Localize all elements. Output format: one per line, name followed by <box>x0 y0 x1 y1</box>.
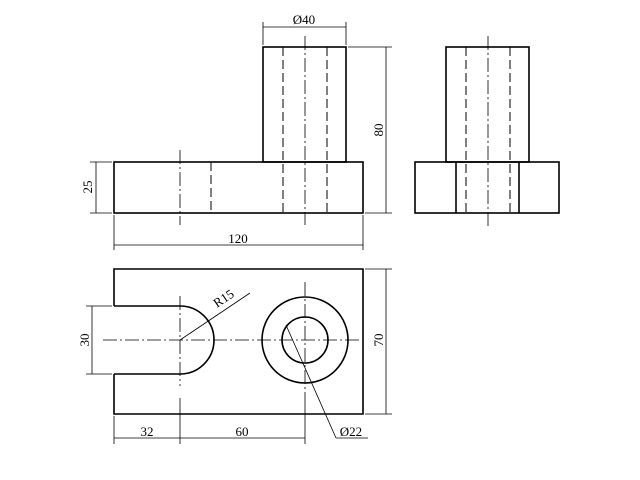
dim-slot-width: 30 <box>77 334 92 347</box>
dim-top-hole-dia: Ø40 <box>293 12 315 27</box>
dim-slot-offset: 32 <box>141 424 154 439</box>
dim-overall-length: 120 <box>228 231 248 246</box>
dimensions: Ø40 80 25 120 R15 30 70 32 <box>77 12 392 444</box>
front-cylinder-outline <box>262 46 347 163</box>
side-cylinder-outline <box>445 46 530 163</box>
side-view <box>414 36 560 226</box>
dim-top-height: 80 <box>371 124 386 137</box>
dim-hole-offset: 60 <box>236 424 249 439</box>
dim-hole-dia: Ø22 <box>340 424 362 439</box>
top-view <box>103 268 364 415</box>
side-base-outline <box>414 161 560 214</box>
dim-slot-radius: R15 <box>210 286 236 311</box>
dim-base-height: 25 <box>80 181 95 194</box>
dim-overall-width: 70 <box>371 334 386 347</box>
top-outline <box>113 268 364 415</box>
front-base-outline <box>113 161 364 214</box>
front-view <box>113 36 364 225</box>
